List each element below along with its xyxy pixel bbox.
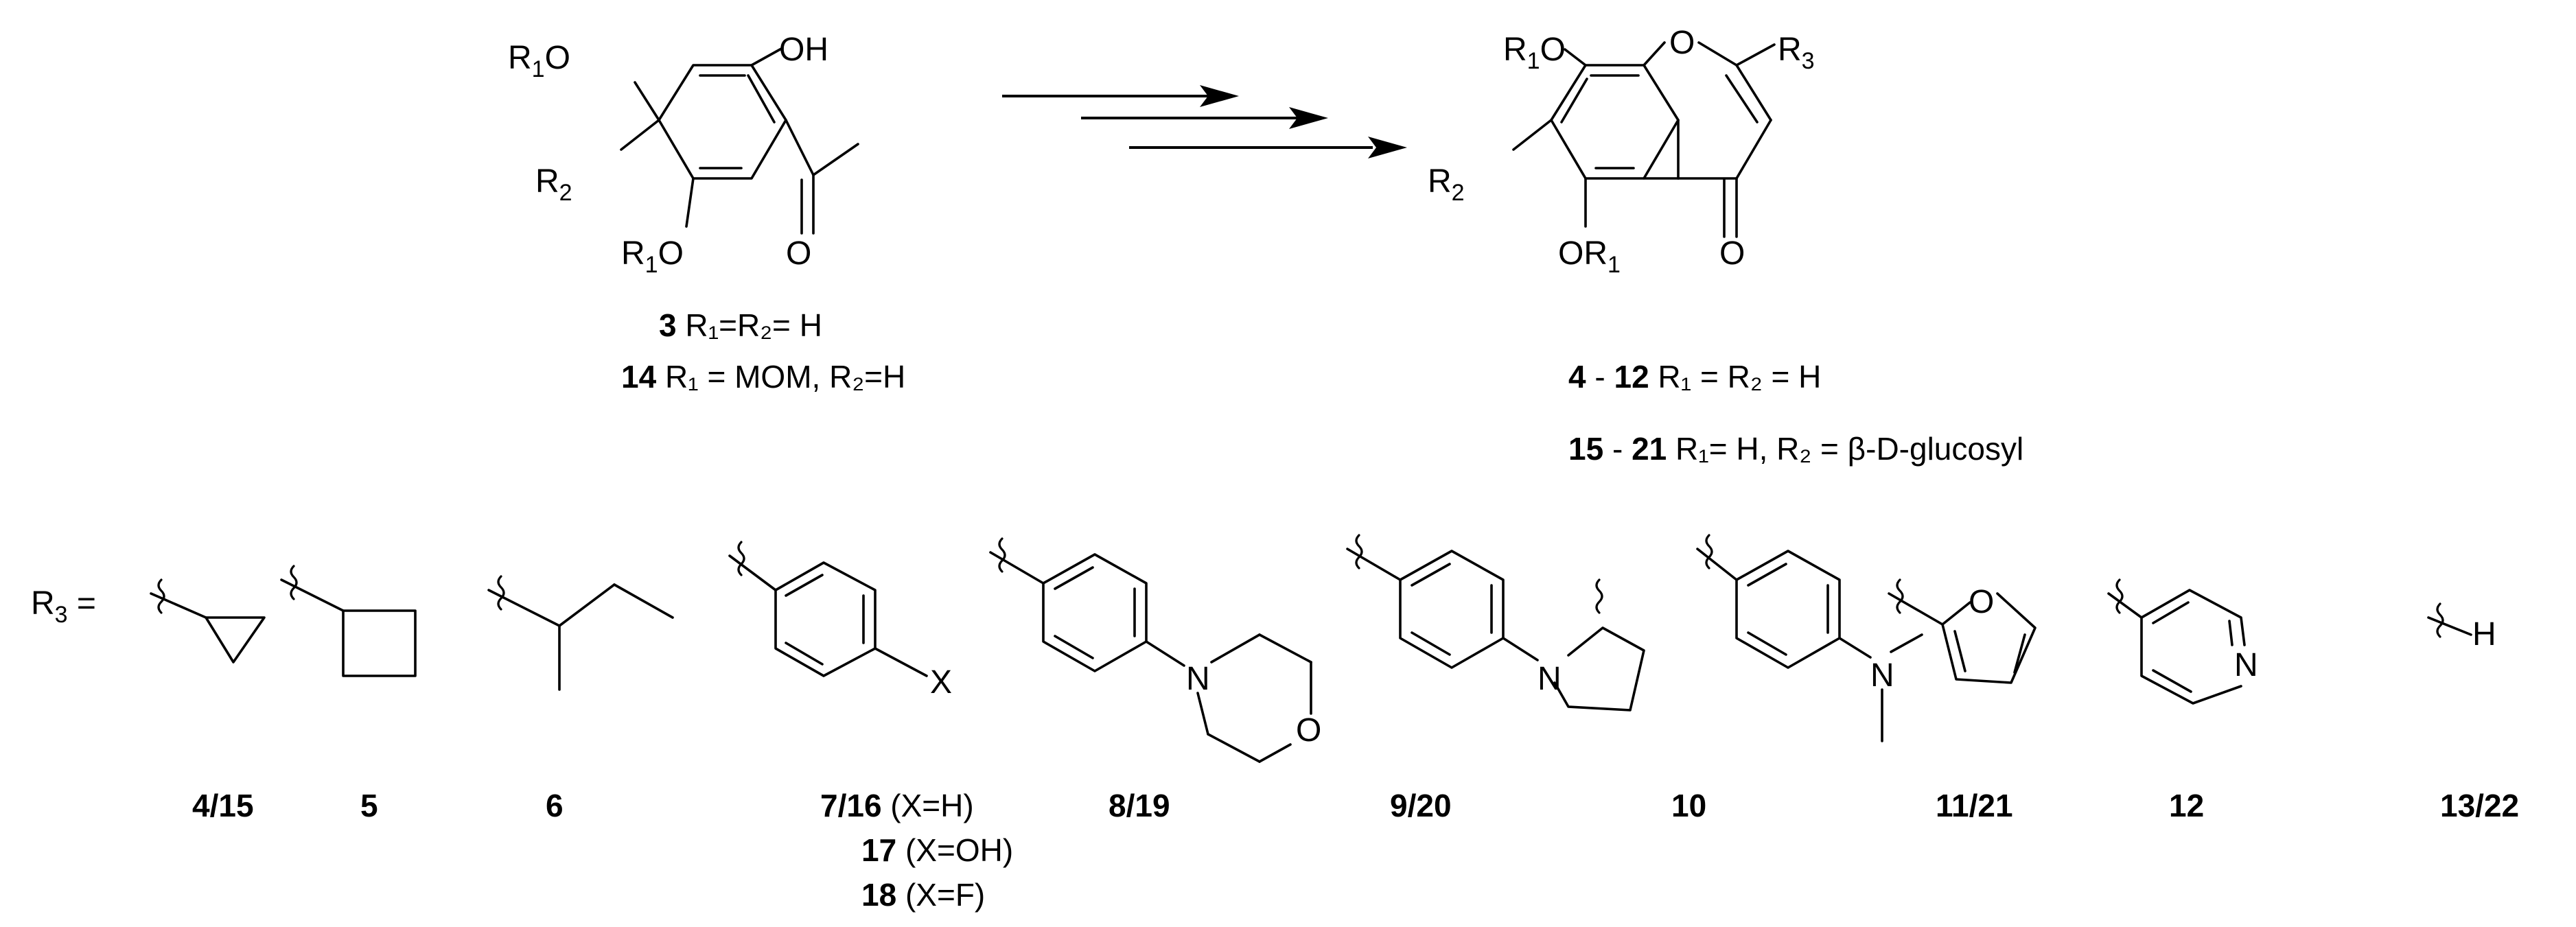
- morpholine-n: N: [1186, 661, 1210, 697]
- label-5: 5: [360, 788, 378, 823]
- sm-r1o-top: R1O: [508, 40, 570, 82]
- sm-r1o-bottom: R1O: [621, 235, 684, 278]
- furan-o: O: [1969, 584, 1994, 620]
- starting-material-structure: [620, 47, 859, 235]
- sec-butyl-substituent: [487, 575, 674, 691]
- morpholinophenyl-substituent: [989, 537, 1312, 763]
- pyrrolidine-n: N: [1538, 661, 1562, 697]
- sm-carbonyl-o: O: [786, 235, 811, 272]
- label-12: 12: [2169, 788, 2204, 823]
- prod-r3: R3: [1778, 32, 1815, 74]
- label-11-21: 11/21: [1936, 788, 2013, 823]
- label-compounds-4-12: 4 - 12 R₁ = R₂ = H: [1568, 359, 1821, 395]
- pyridyl-substituent: [2107, 578, 2246, 705]
- label-compound-14: 14 R₁ = MOM, R₂=H: [621, 359, 905, 395]
- furyl-substituent: [1888, 578, 2037, 684]
- prod-ring-o: O: [1669, 25, 1695, 61]
- label-18: 18 (X=F): [861, 877, 985, 913]
- r3-equals-label: R3 =: [31, 585, 96, 628]
- hydrogen-atom: H: [2472, 616, 2496, 653]
- hydrogen-substituent: [2427, 602, 2472, 638]
- prod-or1: OR1: [1558, 235, 1621, 278]
- label-7-16: 7/16 (X=H): [820, 788, 974, 823]
- label-10: 10: [1671, 788, 1706, 823]
- label-13-22: 13/22: [2440, 788, 2519, 823]
- aryl-x-substituent: [728, 541, 928, 677]
- reaction-arrows: [1002, 85, 1407, 159]
- prod-r2: R2: [1428, 163, 1465, 206]
- label-compound-3: 3 R₁=R₂= H: [659, 307, 822, 343]
- aryl-x-atom: X: [930, 664, 952, 701]
- chromone-product-structure: [1512, 41, 1776, 238]
- prod-carbonyl-o: O: [1719, 235, 1745, 272]
- label-9-20: 9/20: [1390, 788, 1452, 823]
- cyclopropyl-substituent: [150, 578, 266, 664]
- cyclobutyl-substituent: [280, 565, 417, 677]
- label-8-19: 8/19: [1109, 788, 1170, 823]
- label-4-15: 4/15: [192, 788, 254, 823]
- pyridine-n: N: [2234, 647, 2258, 683]
- label-17: 17 (X=OH): [861, 832, 1013, 868]
- prod-r1o-top: R1O: [1503, 32, 1566, 74]
- label-6: 6: [546, 788, 564, 823]
- dimethylaminophenyl-substituent: [1595, 534, 1923, 742]
- dimethylamine-n: N: [1870, 657, 1894, 694]
- label-compounds-15-21: 15 - 21 R₁= H, R₂ = β-D-glucosyl: [1568, 431, 2023, 467]
- sm-r2: R2: [535, 163, 572, 206]
- morpholine-o: O: [1296, 712, 1321, 749]
- pyrrolidinophenyl-substituent: [1346, 534, 1645, 712]
- sm-oh: OH: [779, 32, 828, 68]
